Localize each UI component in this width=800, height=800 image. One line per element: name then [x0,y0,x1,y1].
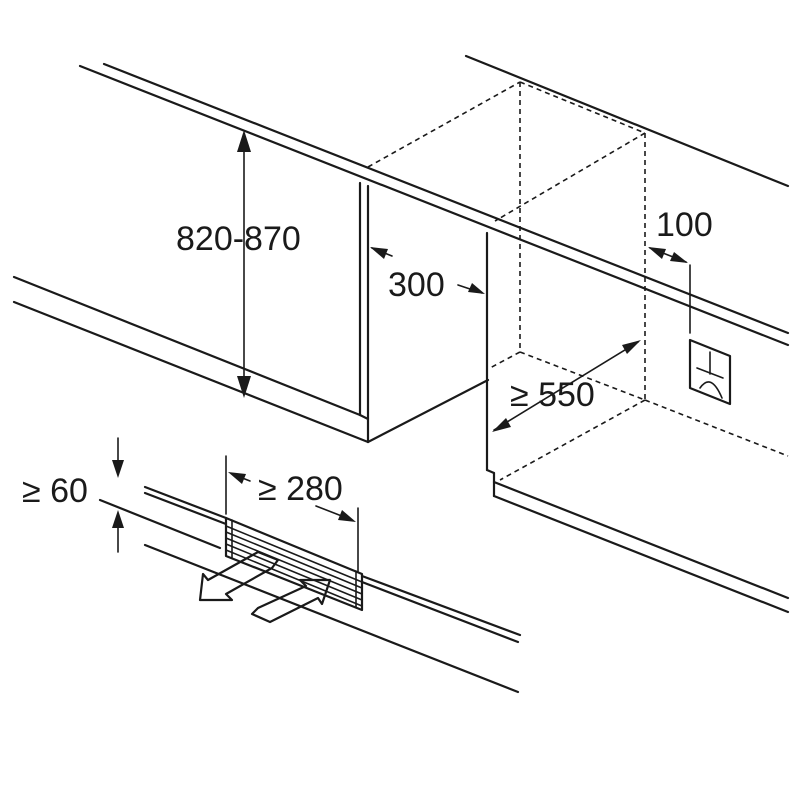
plinth-height-dimension: ≥ 60 [22,437,124,553]
height-dimension: 820-870 [176,130,301,398]
side-gap-dimension: 300 [370,247,485,304]
plinth [98,485,522,694]
airflow-out-arrow-icon [198,550,280,602]
vent-width-label: ≥ 280 [258,470,343,508]
socket-offset-label: 100 [656,206,713,244]
depth-label: ≥ 550 [510,376,595,414]
power-socket-icon [688,264,732,406]
airflow-in-arrow-icon [250,578,332,624]
socket-offset-dimension: 100 [648,206,713,263]
worktop [78,62,790,347]
side-gap-label: 300 [388,266,445,304]
plinth-height-label: ≥ 60 [22,472,88,510]
left-cabinet [12,181,490,444]
height-label: 820-870 [176,220,301,258]
niche-opening [464,54,790,614]
ventilation-grille [224,516,364,612]
vent-width-dimension: ≥ 280 [225,455,359,573]
depth-dimension: ≥ 550 [492,340,641,432]
